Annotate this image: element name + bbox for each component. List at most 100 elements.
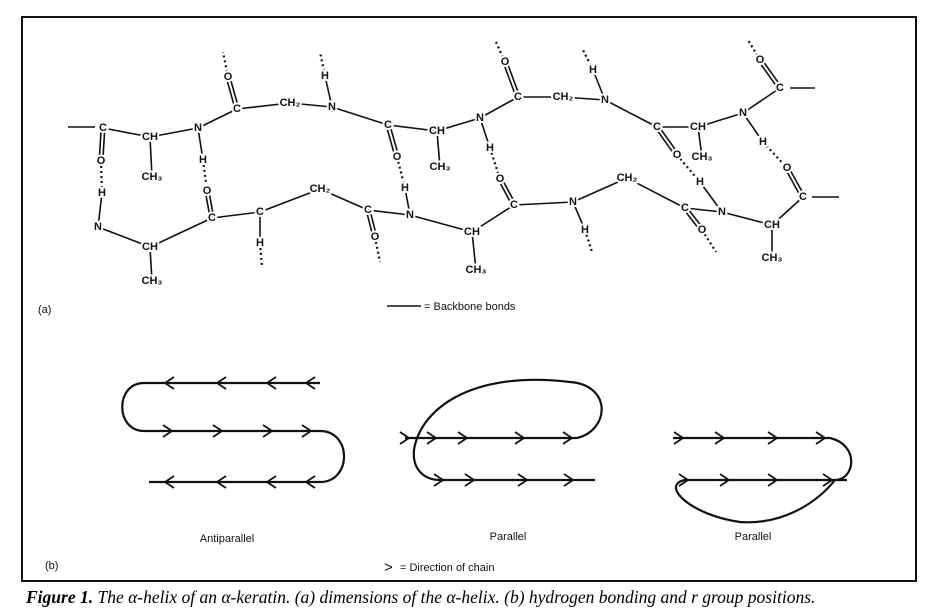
single-bond — [592, 69, 606, 101]
double-bond — [502, 62, 518, 98]
single-bond — [697, 112, 744, 128]
atom-label: CH₂ — [310, 183, 331, 195]
caption-text: The α-helix of an α-keratin. (a) dimensi… — [93, 587, 816, 607]
direction-arrow-icon — [304, 376, 316, 390]
double-bond — [757, 60, 780, 90]
direction-arrow-icon — [562, 431, 574, 445]
direction-arrow-icon — [301, 424, 313, 438]
double-bond — [497, 179, 514, 207]
direction-arrow-icon — [163, 475, 175, 489]
direction-arrow-icon — [517, 473, 529, 487]
double-bond — [385, 125, 397, 158]
direction-arrow-icon — [399, 431, 411, 445]
atom-label: CH₂ — [617, 172, 638, 184]
double-bond — [368, 209, 378, 237]
atom-label: H — [321, 70, 329, 82]
atom-label: N — [569, 196, 577, 208]
chain-direction-symbol: > — [384, 559, 393, 576]
single-bond — [367, 209, 411, 216]
hydrogen-bond-dangling — [747, 39, 761, 61]
atom-label: O — [393, 151, 402, 163]
single-bond — [479, 117, 491, 149]
single-bond — [319, 188, 369, 211]
single-bond — [97, 226, 151, 248]
atom-label: N — [718, 206, 726, 218]
direction-arrow-icon — [464, 473, 476, 487]
direction-arrow-icon — [673, 431, 685, 445]
atom-label: CH₃ — [142, 275, 163, 287]
atom-label: O — [756, 54, 765, 66]
atom-label: N — [406, 209, 414, 221]
double-bond — [98, 127, 103, 161]
backbone-bonds — [68, 39, 839, 282]
single-bond — [149, 127, 199, 138]
hydrogen-bond — [676, 154, 701, 183]
hydrogen-bond — [762, 141, 788, 169]
atom-label: O — [371, 231, 380, 243]
atom-label: O — [673, 149, 682, 161]
atom-label: CH — [464, 226, 480, 238]
single-bond — [436, 117, 481, 132]
single-bond — [197, 108, 238, 129]
double-bond — [225, 77, 237, 110]
single-bond — [572, 201, 586, 231]
atom-label: O — [97, 155, 106, 167]
double-bond — [204, 191, 212, 219]
single-bond — [513, 201, 574, 206]
hydrogen-bond-dangling — [494, 41, 507, 63]
atom-label: CH₃ — [692, 151, 713, 163]
part-b-label: (b) — [45, 560, 58, 572]
single-bond — [211, 211, 261, 219]
direction-arrow-icon — [162, 424, 174, 438]
single-bond — [721, 211, 773, 226]
atom-label: O — [698, 224, 707, 236]
atom-label: C — [776, 82, 784, 94]
single-bond — [236, 102, 291, 110]
backbone-legend-text: = Backbone bonds — [424, 301, 516, 313]
figure-number: Figure 1. — [26, 587, 94, 607]
antiparallel-label: Antiparallel — [200, 533, 254, 545]
direction-arrow-icon — [714, 431, 726, 445]
direction-arrow-icon — [822, 473, 834, 487]
atom-label: O — [501, 56, 510, 68]
single-bond — [471, 231, 477, 271]
single-bond — [572, 177, 628, 203]
double-bond — [505, 61, 521, 97]
atom-label: H — [256, 237, 264, 249]
direction-arrow-icon — [426, 431, 438, 445]
atom-label: H — [401, 182, 409, 194]
chain-direction-legend-text: = Direction of chain — [400, 562, 494, 574]
strand-diagrams — [121, 376, 853, 524]
atom-label: O — [783, 162, 792, 174]
double-bond — [101, 128, 106, 162]
atom-label: C — [364, 204, 372, 216]
atom-label: C — [681, 202, 689, 214]
atom-label: CH₂ — [280, 97, 301, 109]
single-bond — [404, 187, 411, 216]
single-bond — [742, 87, 781, 114]
double-bond — [207, 190, 215, 218]
double-bond — [228, 76, 240, 109]
atom-label: H — [589, 64, 597, 76]
atom-label: CH — [142, 241, 158, 253]
direction-arrow-icon — [215, 475, 227, 489]
single-bond — [699, 181, 723, 213]
hydrogen-bond-dangling — [701, 229, 717, 253]
atom-label: C — [208, 212, 216, 224]
atom-label: C — [510, 199, 518, 211]
atom-label: C — [233, 103, 241, 115]
direction-arrow-icon — [163, 376, 175, 390]
direction-arrow-icon — [815, 431, 827, 445]
single-bond — [436, 130, 441, 168]
single-bond — [479, 96, 519, 119]
hydrogen-bond-dangling — [221, 51, 230, 78]
atom-label: N — [476, 112, 484, 124]
figure-caption: Figure 1. The α-helix of an α-keratin. (… — [26, 587, 815, 608]
atom-label: H — [486, 142, 494, 154]
direction-arrow-icon — [678, 473, 690, 487]
atom-label: CH₃ — [762, 252, 783, 264]
atom-label: CH — [429, 125, 445, 137]
single-bond — [331, 106, 389, 126]
